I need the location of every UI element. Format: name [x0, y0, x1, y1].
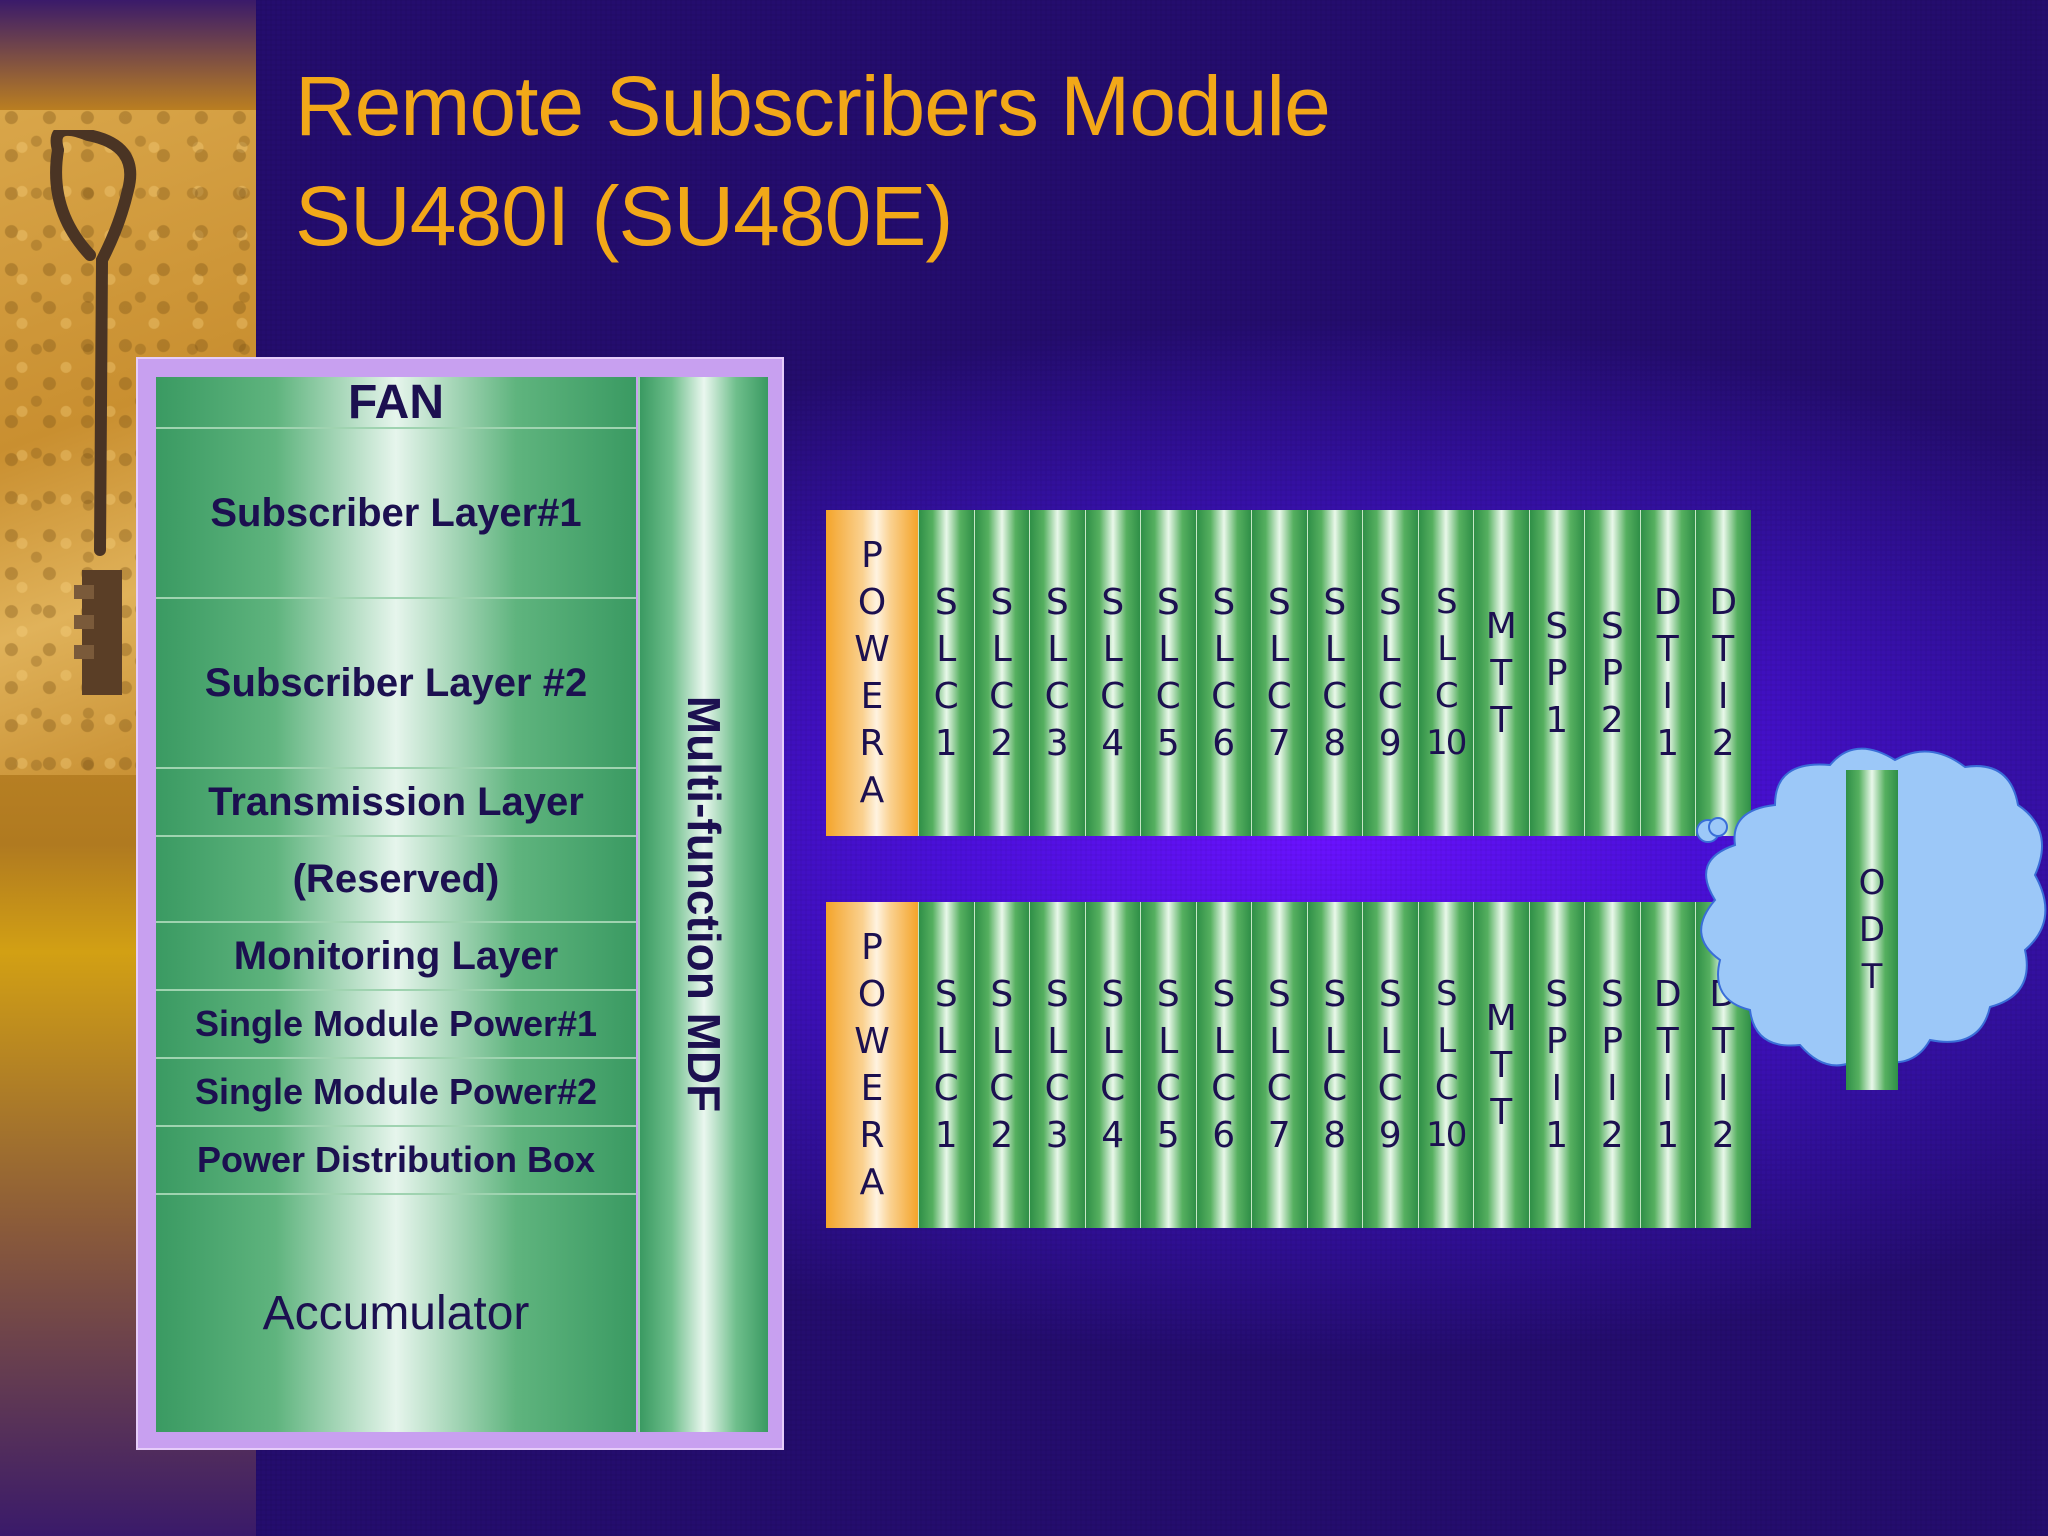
slot-label: S L C 9 [1377, 974, 1403, 1156]
slot-label: S L C 9 [1377, 582, 1403, 764]
odt-label: O D T [1858, 862, 1886, 997]
slot-label: P O W E R A [854, 535, 890, 811]
slot-label: S L C 4 [1100, 582, 1126, 764]
rack2-slot-slc3: S L C 3 [1029, 902, 1085, 1228]
layer-subscriber-2: Subscriber Layer #2 [156, 599, 636, 769]
rack2-slot-slc7: S L C 7 [1251, 902, 1307, 1228]
slot-label: D T I 1 [1653, 974, 1682, 1156]
rack1-slot-mtt: M T T [1473, 510, 1529, 836]
odt-board: O D T [1846, 770, 1898, 1090]
layer-accumulator: Accumulator [156, 1195, 636, 1432]
rack1-slot-slc9: S L C 9 [1362, 510, 1418, 836]
rack1-slot-power: P O W E R A [826, 510, 918, 836]
slot-label: S L C 8 [1322, 974, 1348, 1156]
rack2-slot-dti1: D T I 1 [1639, 902, 1695, 1228]
slot-label: S L C 5 [1155, 974, 1181, 1156]
title-line-2: SU480I (SU480E) [295, 169, 953, 263]
rack2-slot-spi2: S P I 2 [1584, 902, 1640, 1228]
slot-label: M T T [1485, 997, 1517, 1133]
rack2-slot-slc9: S L C 9 [1362, 902, 1418, 1228]
slot-label: S L C 1 [933, 974, 959, 1156]
rack1-slot-slc7: S L C 7 [1251, 510, 1307, 836]
card-rack-2: P O W E R A S L C 1 S L C 2 S L C 3 S L … [826, 902, 1754, 1228]
slot-label: S L C 10 [1426, 974, 1467, 1155]
slot-label: S L C 8 [1322, 582, 1348, 764]
rack2-slot-spi1: S P I 1 [1528, 902, 1584, 1228]
slot-label: S L C 4 [1100, 974, 1126, 1156]
slot-label: D T I 2 [1709, 582, 1738, 764]
layer-power-distribution-box: Power Distribution Box [156, 1127, 636, 1195]
slot-label: D T I 1 [1653, 582, 1682, 764]
slot-label: S L C 3 [1044, 582, 1070, 764]
rack2-slot-slc4: S L C 4 [1084, 902, 1140, 1228]
slot-label: S L C 6 [1211, 582, 1237, 764]
key-icon [50, 130, 137, 695]
rack1-slot-sp2: S P 2 [1584, 510, 1640, 836]
slot-label: S L C 2 [989, 582, 1015, 764]
rack2-slot-mtt: M T T [1473, 902, 1529, 1228]
slot-label: S P I 1 [1545, 974, 1569, 1156]
rack1-slot-sp1: S P 1 [1528, 510, 1584, 836]
rack1-slot-slc8: S L C 8 [1306, 510, 1362, 836]
rack2-slot-slc1: S L C 1 [918, 902, 974, 1228]
rack1-slot-dti2: D T I 2 [1695, 510, 1751, 836]
rack1-slot-slc3: S L C 3 [1029, 510, 1085, 836]
rack1-slot-dti1: D T I 1 [1639, 510, 1695, 836]
slot-label: S L C 3 [1044, 974, 1070, 1156]
rack2-slot-power: P O W E R A [826, 902, 918, 1228]
slot-label: S L C 5 [1155, 582, 1181, 764]
layer-single-module-power-1: Single Module Power#1 [156, 991, 636, 1059]
slot-label: M T T [1485, 605, 1517, 741]
layer-monitoring: Monitoring Layer [156, 923, 636, 991]
slot-label: S L C 10 [1426, 582, 1467, 763]
slot-label: S P I 2 [1600, 974, 1624, 1156]
module-cabinet: FAN Subscriber Layer#1 Subscriber Layer … [136, 357, 784, 1450]
card-rack-1: P O W E R A S L C 1 S L C 2 S L C 3 S L … [826, 510, 1754, 836]
rack2-slot-slc8: S L C 8 [1306, 902, 1362, 1228]
rack2-slot-slc6: S L C 6 [1195, 902, 1251, 1228]
rack1-slot-slc2: S L C 2 [973, 510, 1029, 836]
slot-label: S L C 7 [1266, 974, 1292, 1156]
mdf-label: Multi-function MDF [678, 695, 730, 1113]
layer-reserved: (Reserved) [156, 837, 636, 923]
slot-label: S L C 1 [933, 582, 959, 764]
layer-transmission: Transmission Layer [156, 769, 636, 837]
title-line-1: Remote Subscribers Module [295, 59, 1331, 153]
slot-label: S P 2 [1600, 605, 1624, 741]
rack1-slot-slc1: S L C 1 [918, 510, 974, 836]
rack1-slot-slc4: S L C 4 [1084, 510, 1140, 836]
rack1-slot-slc5: S L C 5 [1140, 510, 1196, 836]
layer-fan: FAN [156, 376, 636, 429]
slot-label: S L C 6 [1211, 974, 1237, 1156]
rack2-slot-slc2: S L C 2 [973, 902, 1029, 1228]
multi-function-mdf: Multi-function MDF [638, 377, 768, 1432]
layer-single-module-power-2: Single Module Power#2 [156, 1059, 636, 1127]
layer-subscriber-1: Subscriber Layer#1 [156, 429, 636, 599]
slot-label: S L C 7 [1266, 582, 1292, 764]
slot-label: S P 1 [1545, 605, 1569, 741]
slot-label: P O W E R A [854, 927, 890, 1203]
rack2-slot-slc10: S L C 10 [1417, 902, 1473, 1228]
slot-label: S L C 2 [989, 974, 1015, 1156]
rack2-slot-slc5: S L C 5 [1140, 902, 1196, 1228]
rack1-slot-slc6: S L C 6 [1195, 510, 1251, 836]
rack1-slot-slc10: S L C 10 [1417, 510, 1473, 836]
